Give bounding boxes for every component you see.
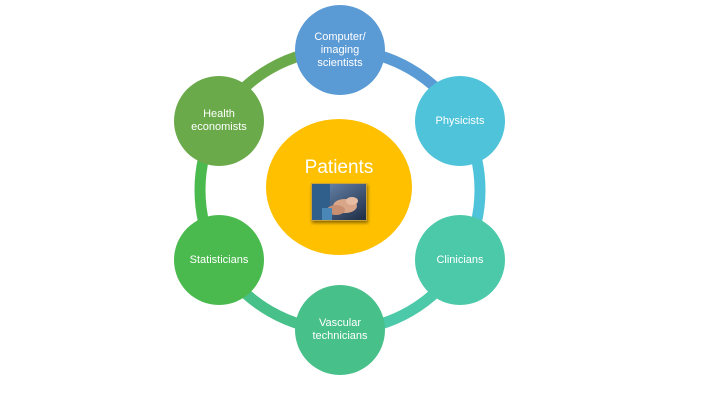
hands-photo-icon bbox=[311, 183, 367, 221]
node-label: Vascular technicians bbox=[312, 317, 368, 342]
center-title: Patients bbox=[304, 157, 374, 178]
node-clinicians: Clinicians bbox=[415, 215, 505, 305]
node-computer-imaging-scientists: Computer/ imaging scientists bbox=[295, 5, 385, 95]
node-health-economists: Health economists bbox=[174, 76, 264, 166]
node-statisticians: Statisticians bbox=[174, 215, 264, 305]
node-label: Statisticians bbox=[189, 253, 249, 266]
node-label: Physicists bbox=[435, 114, 485, 127]
node-label: Health economists bbox=[191, 108, 247, 133]
node-label: Clinicians bbox=[436, 253, 484, 266]
node-label: Computer/ imaging scientists bbox=[314, 30, 366, 69]
node-vascular-technicians: Vascular technicians bbox=[295, 285, 385, 375]
node-physicists: Physicists bbox=[415, 76, 505, 166]
center-patients: Patients bbox=[266, 119, 412, 255]
